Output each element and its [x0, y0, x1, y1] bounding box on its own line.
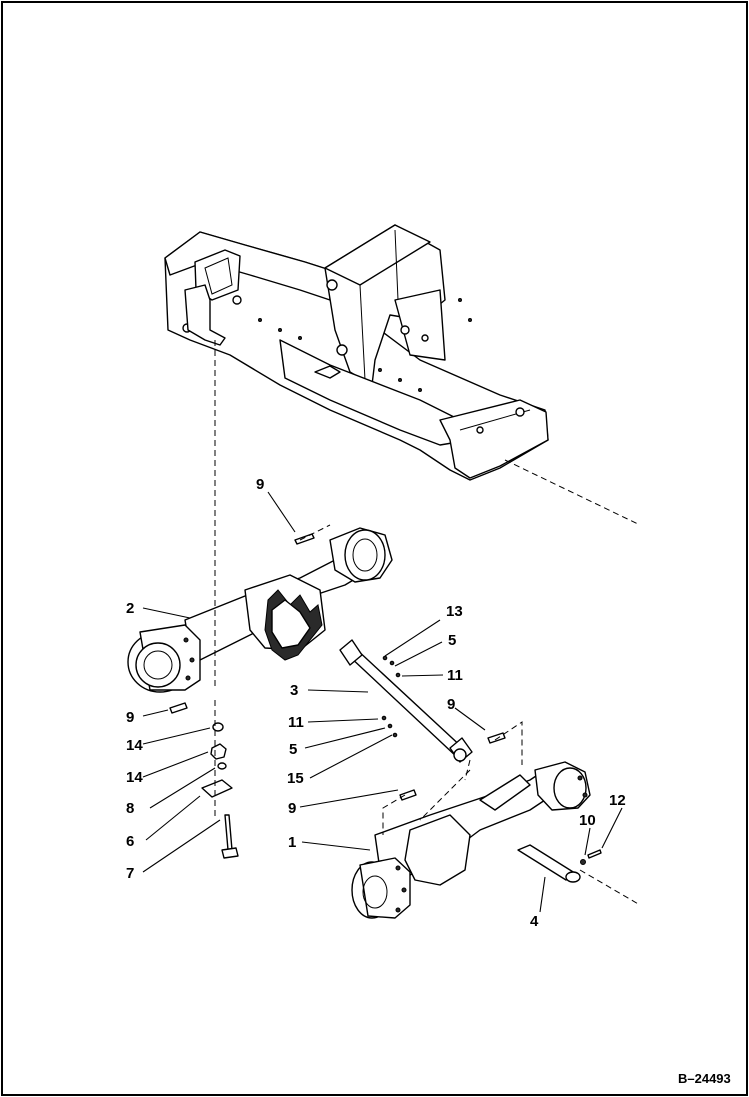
- assembly-lines: [214, 340, 641, 906]
- callout-1: 1: [288, 834, 296, 851]
- callout-9-bottom: 9: [288, 800, 296, 817]
- callout-14-a: 14: [126, 737, 143, 754]
- callout-9-top: 9: [256, 476, 264, 493]
- callout-15: 15: [287, 770, 304, 787]
- callout-7: 7: [126, 865, 134, 882]
- callouts: 9 2 13 5 11 3 9 9 11 14 5 14 15 8 9 12 1…: [126, 476, 626, 930]
- figure-reference: B–24493: [678, 1071, 731, 1086]
- callout-9-mid: 9: [447, 696, 455, 713]
- callout-13: 13: [446, 603, 463, 620]
- front-axle: [351, 761, 591, 919]
- callout-2: 2: [126, 600, 134, 617]
- hardware: [169, 533, 602, 883]
- callout-5-right: 5: [448, 632, 456, 649]
- callout-5-left: 5: [289, 741, 297, 758]
- callout-14-b: 14: [126, 769, 143, 786]
- callout-4: 4: [530, 913, 539, 930]
- machine-frame: [164, 224, 549, 481]
- callout-11-right: 11: [447, 667, 463, 684]
- callout-12: 12: [609, 792, 626, 809]
- drive-shaft: [339, 639, 473, 763]
- frame-rivets: [258, 298, 472, 392]
- callout-9-left: 9: [126, 709, 134, 726]
- callout-10: 10: [579, 812, 596, 829]
- leader-lines: [142, 491, 623, 913]
- callout-3: 3: [290, 682, 298, 699]
- callout-8: 8: [126, 800, 134, 817]
- rear-axle: [127, 527, 393, 693]
- callout-6: 6: [126, 833, 134, 850]
- callout-11-left: 11: [288, 714, 304, 731]
